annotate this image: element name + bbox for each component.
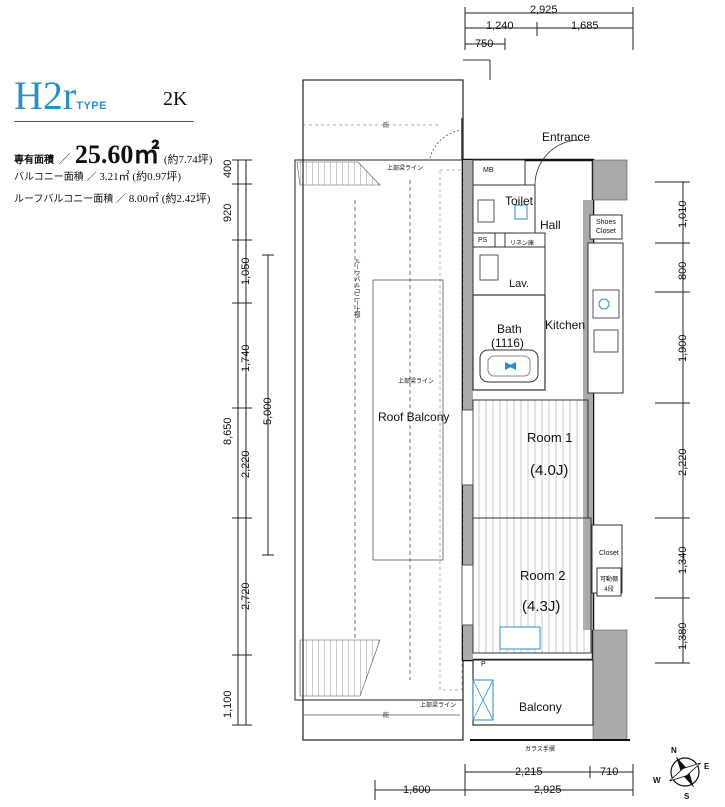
toilet-label: Toilet bbox=[505, 194, 534, 208]
roof-balcony-area-tsubo: (約2.42坪) bbox=[161, 193, 211, 205]
upper-floor-line-top: 上部梁ライン bbox=[387, 165, 424, 172]
right-column-bottom bbox=[592, 629, 628, 741]
upper-floor-line-mid: 上部梁ライン bbox=[398, 378, 435, 385]
balcony-area-value: 3.21㎡ bbox=[99, 171, 130, 183]
room1-floor bbox=[472, 399, 589, 519]
balcony-area-row: バルコニー面積 ／ 3.21㎡ (約0.97坪) bbox=[14, 171, 181, 183]
type-heading: H2rTYPE bbox=[14, 76, 107, 116]
left-dimensions bbox=[232, 159, 274, 726]
roof-balcony-area-label: ルーフバルコニー面積 bbox=[14, 194, 114, 205]
room1-window bbox=[461, 409, 474, 486]
dim-right-1: 1,010 bbox=[677, 200, 689, 228]
ac-unit bbox=[499, 626, 541, 650]
shelf-label: 可動棚 bbox=[600, 576, 619, 583]
dim-left-5: 2,220 bbox=[240, 450, 252, 478]
dim-right-4: 2,220 bbox=[677, 448, 689, 476]
shelf-box bbox=[596, 567, 622, 597]
dim-top-b: 1,685 bbox=[571, 20, 599, 32]
dim-bottom-b: 710 bbox=[600, 766, 619, 778]
closet-top-label: Closet bbox=[596, 228, 616, 235]
compass-w: W bbox=[653, 776, 661, 785]
glass-rail-label: ガラス手摺 bbox=[525, 746, 555, 753]
roof-balcony-area bbox=[294, 79, 464, 741]
dim-right-3: 1,900 bbox=[677, 334, 689, 362]
shelf-count-label: 4段 bbox=[604, 586, 614, 593]
shoes-closet bbox=[589, 214, 623, 240]
header-rule bbox=[14, 121, 194, 122]
private-area-tsubo: (約7.74坪) bbox=[163, 154, 213, 166]
right-column-top bbox=[592, 159, 628, 201]
room2-label: Room 2 bbox=[520, 568, 566, 583]
balcony-area-tsubo: (約0.97坪) bbox=[132, 171, 181, 183]
vertical-note-label: ルーフバルコニー上部 bbox=[353, 258, 360, 318]
right-dimensions bbox=[655, 181, 690, 664]
eaves-bottom-label: 庇 bbox=[383, 712, 390, 719]
eaves-top-label: 庇 bbox=[383, 122, 390, 129]
dim-left-6: 2,720 bbox=[240, 582, 252, 610]
dim-right-5: 1,340 bbox=[677, 546, 689, 574]
roof-balcony-area-row: ルーフバルコニー面積 ／ 8.00㎡ (約2.42坪) bbox=[14, 193, 211, 205]
dim-left-7: 1,100 bbox=[222, 690, 234, 718]
private-area-value: 25.60㎡ bbox=[74, 140, 160, 169]
room1-label: Room 1 bbox=[527, 430, 573, 445]
dim-bottom-d: 2,925 bbox=[534, 784, 562, 796]
dim-top-c: 750 bbox=[475, 38, 494, 50]
dim-left-2: 920 bbox=[222, 203, 234, 222]
dim-bottom-c: 1,600 bbox=[403, 784, 431, 796]
hall-label: Hall bbox=[540, 218, 561, 232]
dim-bottom-a: 2,215 bbox=[515, 766, 543, 778]
compass-n: N bbox=[671, 746, 677, 755]
upper-floor-line-bottom: 上部梁ライン bbox=[420, 702, 457, 709]
balcony-label: Balcony bbox=[519, 700, 562, 714]
room2-size: (4.3J) bbox=[522, 598, 561, 615]
mb-label: MB bbox=[483, 167, 494, 174]
dim-right-2: 800 bbox=[677, 261, 689, 280]
dim-left-3: 1,050 bbox=[240, 257, 252, 285]
kitchen-label: Kitchen bbox=[545, 318, 586, 332]
entrance-label: Entrance bbox=[542, 130, 591, 144]
dim-left-4: 1,740 bbox=[240, 344, 252, 372]
ps-label: PS bbox=[478, 237, 488, 244]
lav-label: Lav. bbox=[509, 278, 529, 290]
closet-label: Closet bbox=[599, 550, 619, 557]
dim-left-total: 8,650 bbox=[222, 417, 234, 445]
private-area-label: 専有面積 bbox=[14, 155, 54, 166]
dim-top-total: 2,925 bbox=[530, 4, 558, 16]
mb-box bbox=[472, 159, 526, 186]
bath-size-label: (1116) bbox=[491, 336, 524, 350]
dim-top-a: 1,240 bbox=[486, 20, 514, 32]
layout-label: 2K bbox=[163, 88, 188, 110]
roof-balcony-label: Roof Balcony bbox=[378, 410, 450, 424]
type-suffix: TYPE bbox=[76, 100, 107, 112]
linen-label: リネン庫 bbox=[510, 240, 535, 247]
shoes-label: Shoes bbox=[596, 219, 616, 226]
top-dimensions bbox=[464, 7, 634, 50]
compass-e: E bbox=[704, 762, 710, 771]
type-name: H2r bbox=[14, 73, 77, 118]
bath-label: Bath bbox=[497, 322, 522, 336]
compass-rose bbox=[669, 756, 701, 788]
bottom-dimensions bbox=[374, 764, 634, 800]
dim-left-1: 400 bbox=[222, 159, 234, 178]
room2-window bbox=[461, 564, 474, 626]
roof-balcony-area-value: 8.00㎡ bbox=[128, 193, 160, 205]
private-area-row: 専有面積 ／ 25.60㎡ (約7.74坪) bbox=[14, 140, 213, 169]
dim-right-6: 1,380 bbox=[677, 622, 689, 650]
compass-s: S bbox=[684, 792, 690, 801]
dim-left-mid: 5,000 bbox=[262, 397, 274, 425]
p-label: P bbox=[481, 661, 486, 668]
entrance-door-swing bbox=[534, 139, 581, 186]
balcony-area-label: バルコニー面積 bbox=[14, 172, 84, 183]
room1-size: (4.0J) bbox=[530, 462, 569, 479]
